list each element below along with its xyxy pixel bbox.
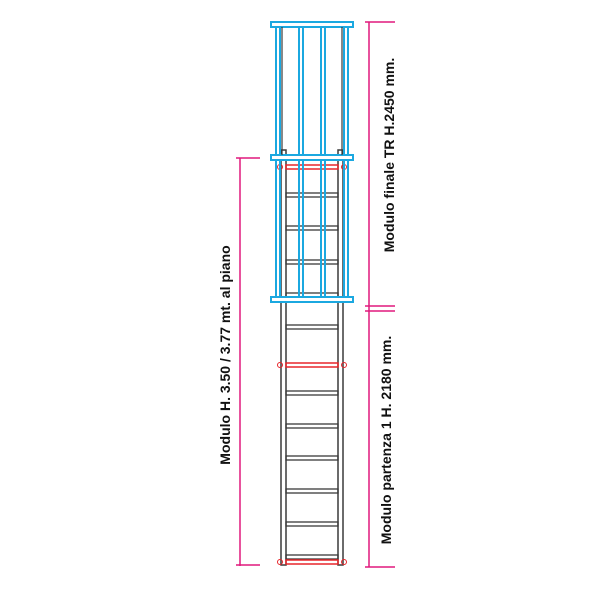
ladder-rung bbox=[285, 192, 339, 198]
cage-hoop-bottom bbox=[270, 296, 354, 303]
total-height-label: Modulo H. 3.50 / 3.77 mt. al piano bbox=[217, 245, 233, 464]
cage-bar bbox=[298, 25, 304, 299]
dimension-lines bbox=[236, 21, 395, 568]
joint-rung bbox=[285, 362, 339, 368]
ladder-rail-left bbox=[280, 149, 287, 566]
cage-bar bbox=[275, 25, 281, 299]
bolt-icon bbox=[277, 559, 283, 565]
ladder-rung bbox=[285, 225, 339, 231]
cage-bar bbox=[320, 25, 326, 299]
ladder-rung bbox=[285, 259, 339, 265]
top-module-label: Modulo finale TR H.2450 mm. bbox=[381, 58, 397, 252]
joint-rung bbox=[285, 164, 339, 170]
ladder-rungs bbox=[285, 192, 339, 560]
cage-bar bbox=[343, 25, 349, 299]
ladder bbox=[280, 149, 344, 566]
safety-cage bbox=[270, 21, 354, 303]
ladder-rung bbox=[285, 521, 339, 527]
bottom-module-label: Modulo partenza 1 H. 2180 mm. bbox=[378, 336, 394, 545]
ladder-rung bbox=[285, 488, 339, 494]
ladder-rung bbox=[285, 455, 339, 461]
cage-upper-rails bbox=[281, 27, 343, 155]
bolt-icon bbox=[277, 362, 283, 368]
ladder-rail-right bbox=[337, 149, 344, 566]
bolt-icon bbox=[341, 362, 347, 368]
joint-rungs bbox=[277, 164, 347, 565]
ladder-rung bbox=[285, 554, 339, 560]
ladder-rung bbox=[285, 423, 339, 429]
joint-rung bbox=[285, 559, 339, 565]
cage-hoop-top bbox=[270, 21, 354, 28]
ladder-rung bbox=[285, 324, 339, 330]
bolt-icon bbox=[341, 559, 347, 565]
ladder-rung bbox=[285, 390, 339, 396]
cage-hoop-middle bbox=[270, 154, 354, 161]
